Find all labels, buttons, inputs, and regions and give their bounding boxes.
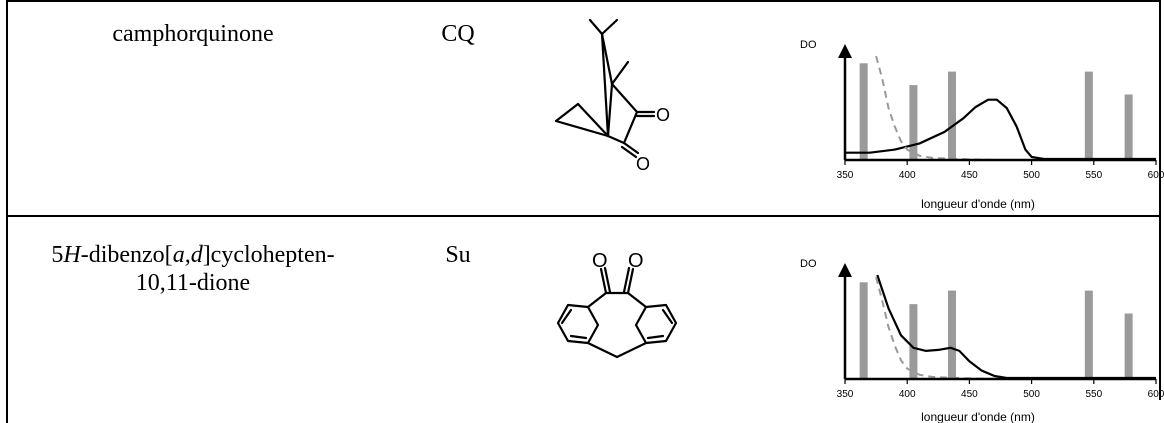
camphorquinone-structure-icon: O O [554, 18, 670, 174]
compound-abbreviation: Su [445, 242, 471, 268]
absorption-curve [876, 274, 1156, 380]
y-axis-label: DO [800, 39, 817, 51]
lamp-line-bar [1084, 71, 1093, 160]
y-axis-arrowhead [838, 263, 852, 277]
absorption-curve [845, 98, 1156, 161]
lamp-line-bar [947, 71, 956, 160]
lamp-line-bar [1124, 94, 1133, 160]
x-tick-label: 400 [899, 170, 916, 181]
x-tick-label: 350 [837, 170, 854, 181]
lamp-line-bar [947, 290, 956, 379]
row-divider [6, 215, 1161, 217]
x-axis-label: longueur d'onde (nm) [921, 197, 1035, 211]
x-tick-labels: 350 400 450 500 550 600 [837, 389, 1164, 400]
lamp-line-bar [1124, 313, 1133, 379]
table-right-border [1159, 0, 1161, 400]
absorption-spectrum-chart: DO 350 400 450 500 550 600 longueur d'onde (n… [800, 39, 1164, 211]
y-axis-arrowhead [838, 44, 852, 58]
compound-name-text: camphorquinone [112, 21, 274, 47]
x-tick-labels: 350 400 450 500 550 600 [837, 170, 1164, 181]
x-tick-label: 500 [1023, 389, 1040, 400]
dibenzocycloheptenedione-structure-icon: O O [556, 250, 678, 359]
absorption-spectrum-chart: DO 350 400 450 500 550 600 longueur d'onde (n… [800, 258, 1164, 423]
chart-marks [838, 263, 1157, 384]
oxygen-label: O [636, 154, 650, 174]
compound-name-line-1: 5H-dibenzo[a,d]cyclohepten- [51, 242, 335, 268]
compound-name: camphorquinone [8, 20, 378, 48]
x-tick-label: 550 [1085, 389, 1102, 400]
lamp-line-bar [1084, 290, 1093, 379]
x-tick-label: 550 [1085, 170, 1102, 181]
lamp-line-bar [859, 63, 868, 160]
y-axis-label: DO [800, 258, 817, 270]
table-top-border [6, 0, 1161, 2]
lamp-line-bar [909, 304, 918, 379]
x-tick-label: 500 [1023, 170, 1040, 181]
oxygen-label: O [592, 250, 608, 272]
table-row: camphorquinone CQ O O [8, 2, 1164, 215]
table-left-border [6, 0, 8, 423]
x-tick-label: 600 [1148, 170, 1164, 181]
lamp-line-bar [909, 85, 918, 160]
oxygen-label: O [628, 250, 644, 272]
compound-name: 5H-dibenzo[a,d]cyclohepten- 10,11-dione [8, 241, 378, 297]
x-axis-label: longueur d'onde (nm) [921, 410, 1035, 423]
reference-spectrum-curve [875, 55, 1156, 161]
x-tick-label: 350 [837, 389, 854, 400]
oxygen-label: O [656, 105, 670, 125]
x-tick-label: 450 [961, 389, 978, 400]
reference-spectrum-curve [875, 276, 1156, 380]
table-row: 5H-dibenzo[a,d]cyclohepten- 10,11-dione … [8, 217, 1164, 423]
lamp-line-bar [859, 282, 868, 379]
chart-marks [838, 44, 1157, 165]
compound-abbreviation: CQ [441, 21, 475, 47]
x-tick-label: 600 [1148, 389, 1164, 400]
x-tick-label: 400 [899, 389, 916, 400]
compound-name-line-2: 10,11-dione [135, 270, 251, 296]
x-tick-label: 450 [961, 170, 978, 181]
